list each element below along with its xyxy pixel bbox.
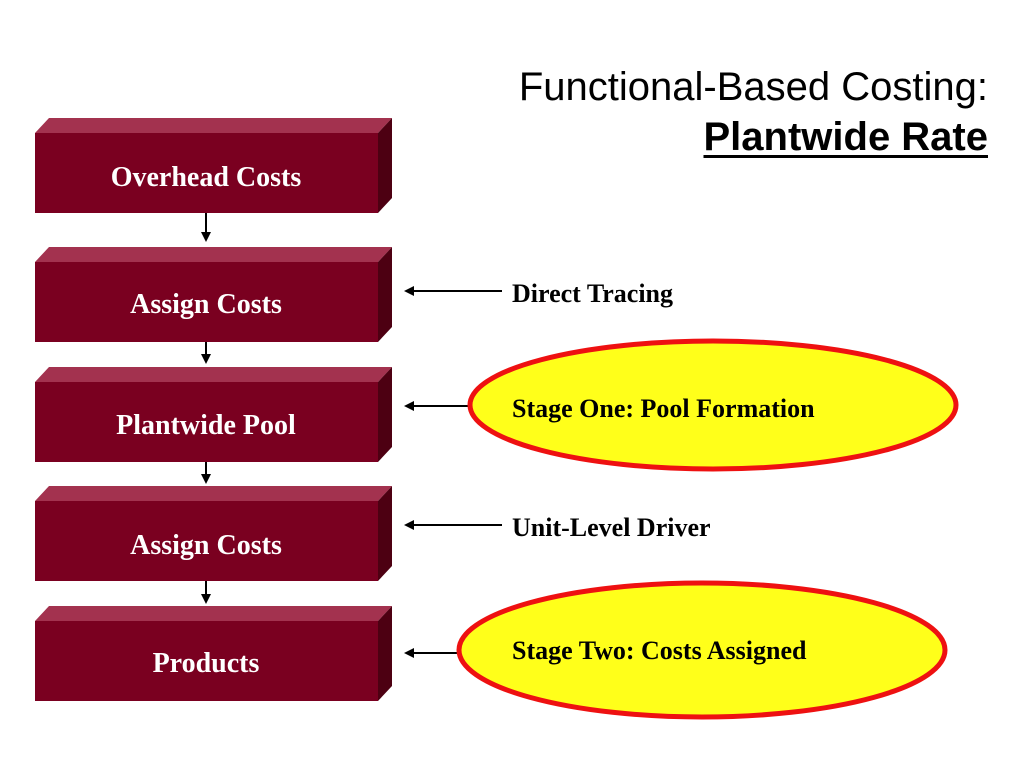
box-side-face [378,367,392,462]
box-label: Assign Costs [130,530,282,561]
label-unit-level-driver: Unit-Level Driver [512,513,711,542]
slide-title: Functional-Based Costing: Plantwide Rate [519,62,988,162]
box-label: Assign Costs [130,289,282,320]
callout-ellipse-stage-one [467,338,959,472]
box-top-face [35,367,392,382]
title-line-2: Plantwide Rate [703,115,988,159]
box-side-face [378,247,392,342]
box-products: Products [35,606,392,701]
box-top-face [35,118,392,133]
label-stage-one: Stage One: Pool Formation [512,394,815,423]
box-side-face [378,486,392,581]
callout-ellipse-stage-two [456,580,948,720]
box-front-face [35,133,378,213]
label-direct-tracing: Direct Tracing [512,279,673,308]
box-side-face [378,118,392,213]
box-top-face [35,247,392,262]
box-front-face [35,621,378,701]
box-label: Plantwide Pool [116,410,296,441]
box-side-face [378,606,392,701]
box-plantwide-pool: Plantwide Pool [35,367,392,462]
title-line-1: Functional-Based Costing: [518,65,988,109]
box-assign-costs-1: Assign Costs [35,247,392,342]
box-top-face [35,486,392,501]
box-front-face [35,501,378,581]
box-front-face [35,262,378,342]
label-stage-two: Stage Two: Costs Assigned [512,636,807,665]
box-front-face [35,382,378,462]
box-label: Overhead Costs [111,162,302,193]
box-top-face [35,606,392,621]
box-assign-costs-2: Assign Costs [35,486,392,581]
box-label: Products [153,648,260,679]
box-overhead-costs: Overhead Costs [35,118,392,213]
